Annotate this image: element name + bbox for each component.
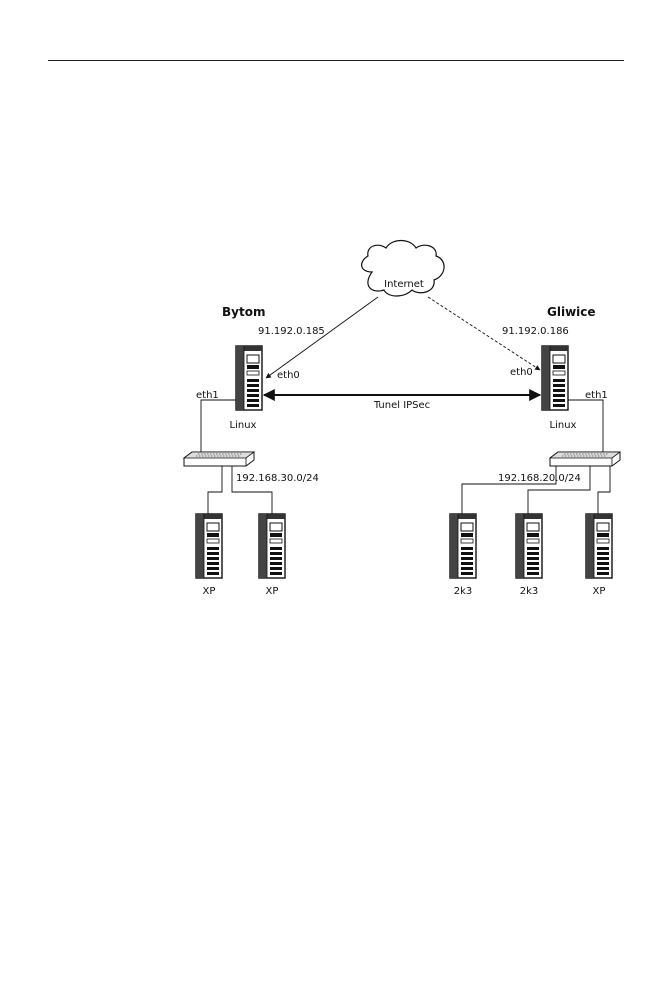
client-link-left-1 [207, 466, 223, 518]
client-left-1-icon [195, 513, 223, 579]
router-os-left: Linux [230, 420, 257, 431]
client-right-1-icon [449, 513, 477, 579]
page-header-rule [48, 60, 624, 61]
client-link-left-2 [231, 466, 273, 518]
client-right-3-icon [585, 513, 613, 579]
site-name-left: Bytom [222, 305, 265, 319]
wan-iface-right: eth0 [510, 367, 533, 378]
public-ip-right: 91.192.0.186 [502, 326, 569, 337]
wan-link-left [265, 296, 379, 379]
client-left-2-label: XP [266, 586, 279, 597]
wan-link-right [427, 296, 541, 371]
router-right-icon [541, 345, 569, 411]
router-os-right: Linux [550, 420, 577, 431]
subnet-left: 192.168.30.0/24 [236, 473, 319, 484]
client-right-3-label: XP [593, 586, 606, 597]
switch-left-icon [183, 451, 255, 467]
client-link-right-2 [527, 466, 591, 518]
public-ip-left: 91.192.0.185 [258, 326, 325, 337]
lan-iface-right: eth1 [585, 390, 608, 401]
lan-iface-left: eth1 [196, 390, 219, 401]
wan-iface-left: eth0 [277, 370, 300, 381]
lan-link-right [568, 399, 604, 452]
tunnel-label: Tunel IPSec [373, 400, 430, 411]
client-right-2-icon [515, 513, 543, 579]
switch-right-icon [549, 451, 621, 467]
internet-cloud-icon [361, 239, 445, 297]
client-link-right-1 [461, 466, 557, 518]
subnet-right: 192.168.20.0/24 [498, 473, 581, 484]
site-name-right: Gliwice [547, 305, 596, 319]
client-right-1-label: 2k3 [454, 586, 473, 597]
client-left-2-icon [258, 513, 286, 579]
client-left-1-label: XP [203, 586, 216, 597]
client-right-2-label: 2k3 [520, 586, 539, 597]
client-link-right-3 [597, 466, 611, 518]
internet-label: Internet [384, 279, 424, 290]
lan-link-left [200, 399, 236, 452]
router-left-icon [235, 345, 263, 411]
